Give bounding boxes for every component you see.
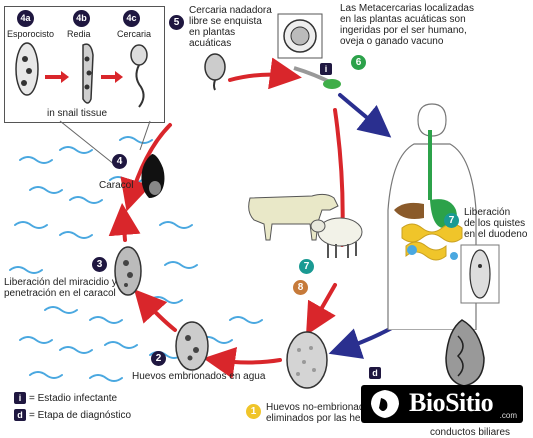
legend-diagnostic-text: = Etapa de diagnóstico — [29, 410, 132, 421]
legend-infective-marker: i — [14, 392, 26, 404]
biositio-logo: BioSitio .com — [361, 385, 523, 423]
metacercaria-drawing — [277, 13, 323, 59]
badge-4a: 4a — [17, 10, 34, 27]
step-2-badge: 2 — [151, 351, 166, 366]
step-2-text: Huevos embrionados en agua — [132, 371, 266, 382]
step-3-badge: 3 — [92, 257, 107, 272]
step-4-text: Caracol — [99, 180, 134, 191]
encysted-cercaria-drawing — [204, 53, 226, 91]
cercaria-label: Cercaria — [117, 29, 152, 39]
badge-4b: 4b — [73, 10, 90, 27]
unembryonated-egg-drawing — [286, 331, 328, 389]
silhouette-icon — [371, 390, 399, 418]
step-8-badge: 8 — [293, 280, 308, 295]
water-plant-drawing — [293, 66, 341, 89]
diagnostic-marker-bottom: d — [369, 367, 381, 379]
infective-marker-top: i — [320, 63, 332, 75]
badge-4c: 4c — [123, 10, 140, 27]
step-7b-badge: 7 — [299, 259, 314, 274]
esporocisto-label: Esporocisto — [7, 29, 55, 39]
snail-tissue-inset: 4a 4b 4c Esporocisto Redia Cercaria in s… — [4, 6, 165, 123]
step-4-badge: 4 — [112, 154, 127, 169]
step-7-badge: 7 — [444, 213, 459, 228]
legend-diagnostic-marker: d — [14, 409, 26, 421]
sheep-drawing — [310, 217, 363, 258]
step-6-badge: 6 — [351, 55, 366, 70]
redia-label: Redia — [67, 29, 91, 39]
brand-domain: .com — [499, 411, 517, 420]
inset-drawings — [15, 42, 148, 108]
brand-name: BioSitio — [409, 388, 494, 417]
embryonated-egg-drawing — [175, 321, 209, 371]
snail-drawing — [141, 154, 165, 198]
bile-ducts-label: conductos biliares — [430, 427, 511, 438]
step-1-badge: 1 — [246, 404, 261, 419]
inset-caption: in snail tissue — [47, 108, 108, 119]
step-5-badge: 5 — [169, 15, 184, 30]
legend-infective-text: = Estadio infectante — [29, 393, 118, 404]
miracidium-drawing — [114, 246, 142, 296]
excysted-larva-drawing — [460, 244, 500, 304]
adult-fluke-drawing — [445, 319, 485, 387]
